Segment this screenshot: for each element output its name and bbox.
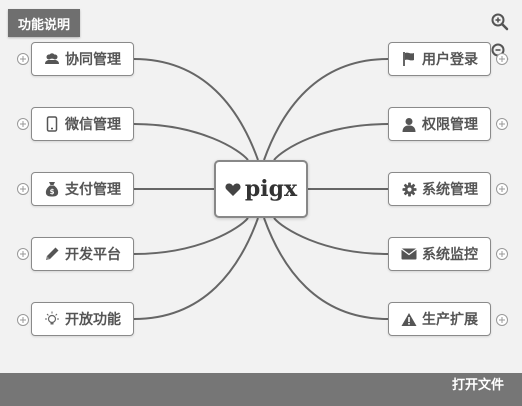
open-file-button[interactable]: 打开文件: [451, 378, 504, 393]
node-permission[interactable]: 权限管理: [388, 107, 491, 141]
node-label: 生产扩展: [422, 312, 478, 328]
node-wechat[interactable]: 微信管理: [31, 107, 134, 141]
node-label: 协同管理: [65, 52, 121, 68]
users-icon: [44, 51, 60, 67]
node-label: 开发平台: [65, 247, 121, 263]
node-payment[interactable]: $ 支付管理: [31, 172, 134, 206]
node-system-monitor[interactable]: 系统监控: [388, 237, 491, 271]
expand-toggle[interactable]: [16, 247, 30, 261]
heart-icon: [225, 183, 241, 196]
link-right-2: [273, 123, 389, 161]
link-left-5: [133, 217, 259, 320]
expand-toggle[interactable]: [495, 117, 509, 131]
node-label: 支付管理: [65, 182, 121, 198]
node-label: 微信管理: [65, 117, 121, 133]
node-user-login[interactable]: 用户登录: [388, 42, 491, 76]
expand-toggle[interactable]: [495, 182, 509, 196]
link-left-2: [133, 123, 249, 161]
lightbulb-icon: [44, 311, 60, 327]
warning-icon: [401, 311, 417, 327]
link-right-5: [263, 217, 389, 320]
money-bag-icon: $: [44, 181, 60, 197]
svg-text:$: $: [50, 188, 55, 196]
link-left-1: [133, 58, 259, 161]
node-open-features[interactable]: 开放功能: [31, 302, 134, 336]
root-label: pigx: [244, 176, 298, 202]
node-label: 权限管理: [422, 117, 478, 133]
node-label: 系统管理: [422, 182, 478, 198]
expand-toggle[interactable]: [16, 117, 30, 131]
link-left-4: [133, 217, 249, 255]
node-dev-platform[interactable]: 开发平台: [31, 237, 134, 271]
expand-toggle[interactable]: [16, 52, 30, 66]
expand-toggle[interactable]: [495, 52, 509, 66]
envelope-icon: [401, 246, 417, 262]
pencil-icon: [44, 246, 60, 262]
node-system-management[interactable]: 系统管理: [388, 172, 491, 206]
flag-icon: [401, 51, 417, 67]
node-label: 系统监控: [422, 247, 478, 263]
zoom-in-icon[interactable]: [490, 12, 510, 32]
user-icon: [401, 116, 417, 132]
node-label: 开放功能: [65, 312, 121, 328]
function-description-badge[interactable]: 功能说明: [8, 9, 80, 37]
node-label: 用户登录: [422, 52, 478, 68]
link-right-4: [273, 217, 389, 255]
footer-bar: 打开文件: [0, 373, 522, 406]
mobile-icon: [44, 116, 60, 132]
gear-icon: [401, 181, 417, 197]
expand-toggle[interactable]: [16, 313, 30, 327]
expand-toggle[interactable]: [495, 247, 509, 261]
node-collaboration[interactable]: 协同管理: [31, 42, 134, 76]
node-production-extension[interactable]: 生产扩展: [388, 302, 491, 336]
expand-toggle[interactable]: [495, 313, 509, 327]
expand-toggle[interactable]: [16, 182, 30, 196]
link-right-1: [263, 58, 389, 161]
root-node[interactable]: pigx: [214, 160, 308, 218]
